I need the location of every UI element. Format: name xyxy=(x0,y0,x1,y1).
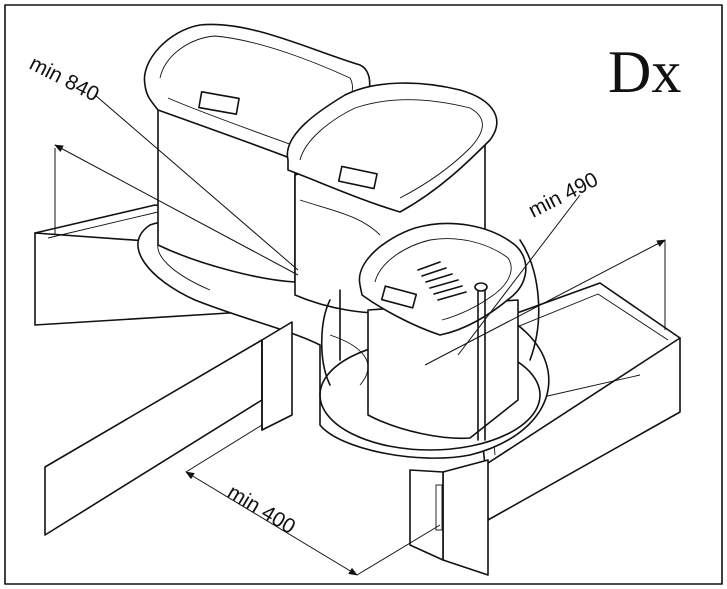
dimension-height-label: min 490 xyxy=(525,168,602,222)
drawer-front-right xyxy=(409,459,489,576)
side-mark-label: Dx xyxy=(608,39,681,105)
dimension-height xyxy=(424,194,666,366)
dimension-depth-label: min 840 xyxy=(26,52,103,106)
waste-bin-small-front xyxy=(358,222,527,440)
dimension-opening-label: min 400 xyxy=(223,481,299,539)
dimension-opening xyxy=(185,424,441,576)
wire-frame xyxy=(320,239,540,441)
drawing-frame xyxy=(4,4,723,585)
drawer-front-left xyxy=(44,321,293,536)
dimension-depth xyxy=(54,94,299,276)
lid-vent-slots xyxy=(417,261,467,301)
